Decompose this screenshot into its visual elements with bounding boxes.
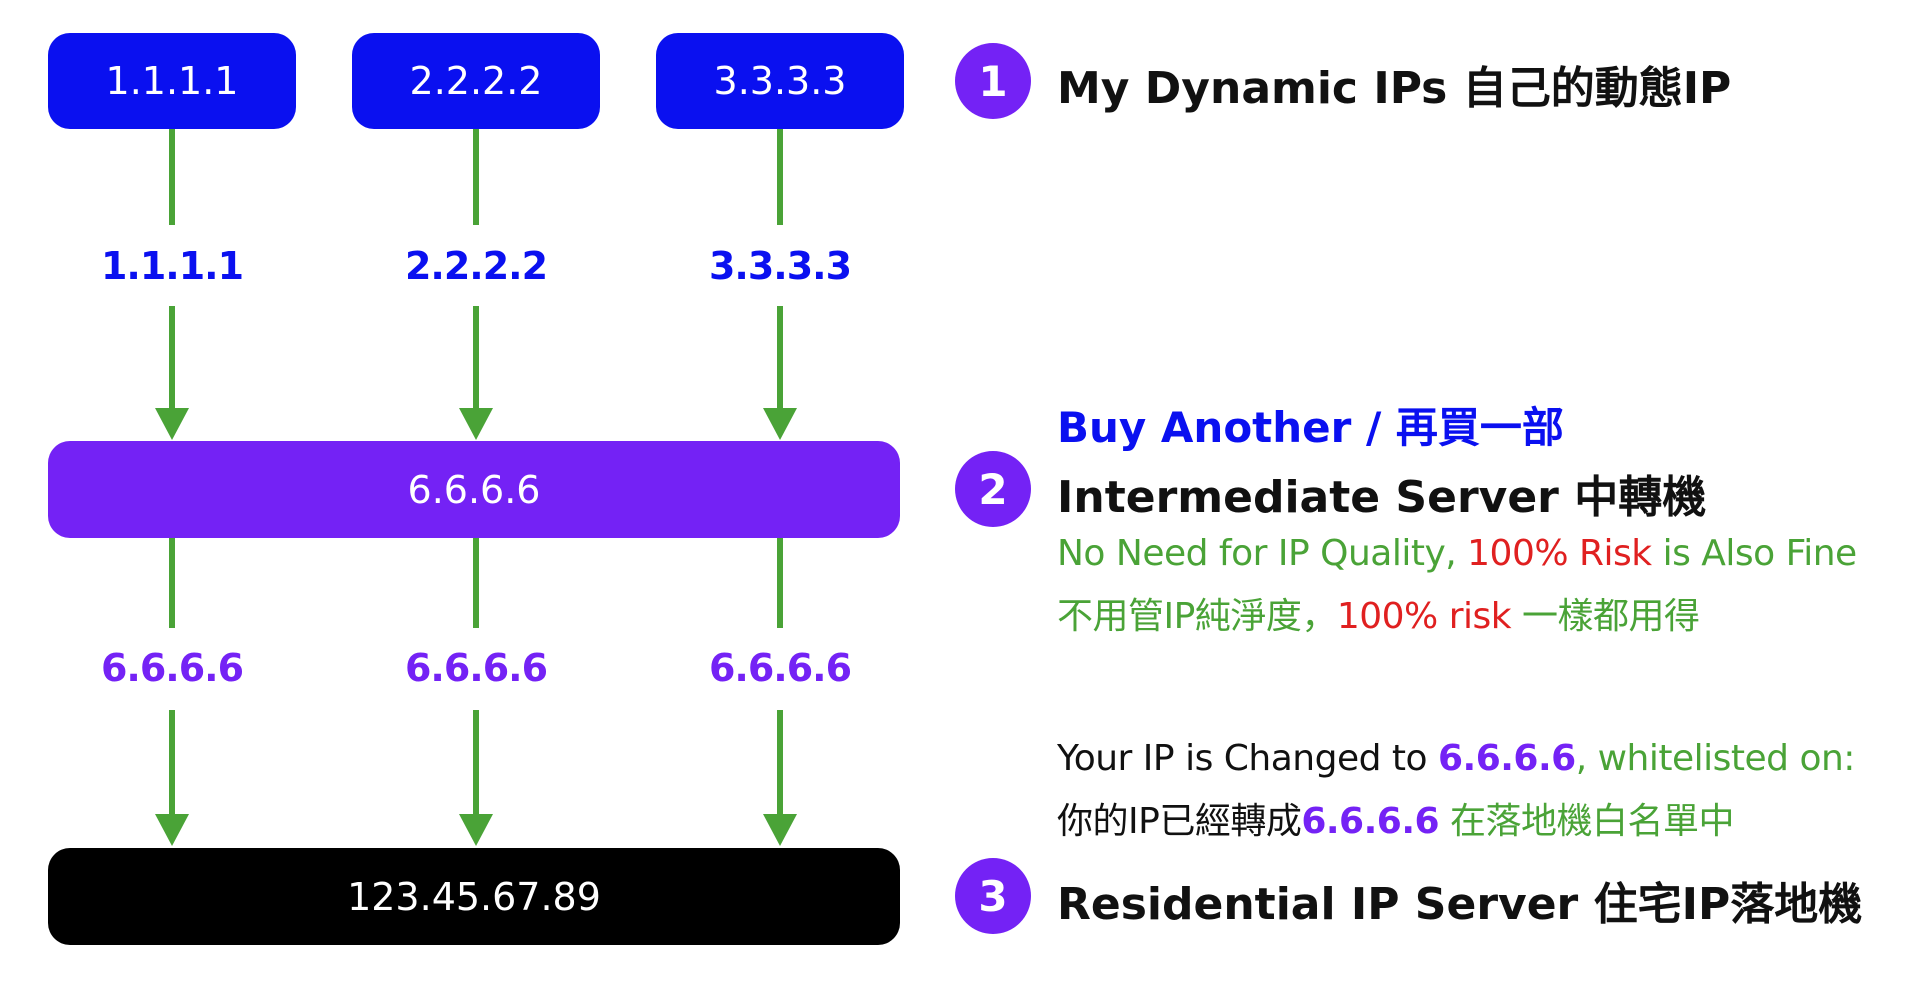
step-2-note-en: No Need for IP Quality, 100% Risk is Als… — [1057, 533, 1857, 574]
flow-label: 2.2.2.2 — [404, 244, 548, 288]
connector-line — [473, 710, 479, 816]
arrow-down-icon — [155, 408, 189, 440]
connector-line — [473, 306, 479, 410]
step-3-title: Residential IP Server 住宅IP落地機 — [1057, 879, 1863, 930]
note-text: is Also Fine — [1651, 533, 1858, 574]
connector-line — [169, 306, 175, 410]
step-number: 2 — [978, 464, 1008, 514]
note-ip-text: 6.6.6.6 — [1301, 801, 1440, 842]
note-text: 不用管IP純淨度， — [1057, 596, 1337, 637]
connector-line — [473, 538, 479, 628]
connector-line — [777, 538, 783, 628]
arrow-down-icon — [459, 814, 493, 846]
arrow-down-icon — [459, 408, 493, 440]
note-ip-text: 6.6.6.6 — [1437, 738, 1576, 779]
step-3-note-en: Your IP is Changed to 6.6.6.6, whitelist… — [1057, 738, 1855, 779]
flow-label: 6.6.6.6 — [100, 646, 244, 690]
connector-line — [169, 538, 175, 628]
note-text: Your IP is Changed to — [1057, 738, 1438, 779]
dynamic-ip-label: 2.2.2.2 — [409, 59, 543, 103]
step-1-badge: 1 — [955, 43, 1031, 119]
residential-server-label: 123.45.67.89 — [347, 874, 601, 919]
connector-line — [777, 710, 783, 816]
connector-line — [169, 710, 175, 816]
dynamic-ip-label: 1.1.1.1 — [105, 59, 239, 103]
step-2-badge: 2 — [955, 451, 1031, 527]
dynamic-ip-box-1: 1.1.1.1 — [48, 33, 296, 129]
step-2-note-zh: 不用管IP純淨度，100% risk 一樣都用得 — [1057, 587, 1700, 639]
flow-label: 1.1.1.1 — [100, 244, 244, 288]
intermediate-server-box: 6.6.6.6 — [48, 441, 900, 538]
intermediate-server-label: 6.6.6.6 — [407, 467, 541, 512]
note-text: No Need for IP Quality, — [1057, 533, 1468, 574]
flow-label: 6.6.6.6 — [404, 646, 548, 690]
note-text: 你的IP已經轉成 — [1057, 801, 1302, 842]
arrow-down-icon — [155, 814, 189, 846]
flow-label: 6.6.6.6 — [708, 646, 852, 690]
step-1-title: My Dynamic IPs 自己的動態IP — [1057, 63, 1732, 114]
connector-line — [169, 129, 175, 225]
note-text: , whitelisted on: — [1575, 738, 1856, 779]
connector-line — [777, 306, 783, 410]
arrow-down-icon — [763, 814, 797, 846]
flow-label: 3.3.3.3 — [708, 244, 852, 288]
note-text: 一樣都用得 — [1511, 596, 1700, 637]
step-3-badge: 3 — [955, 858, 1031, 934]
step-number: 3 — [978, 871, 1008, 921]
note-risk-text: 100% risk — [1336, 596, 1512, 637]
connector-line — [473, 129, 479, 225]
arrow-down-icon — [763, 408, 797, 440]
dynamic-ip-box-3: 3.3.3.3 — [656, 33, 904, 129]
step-2-title: Intermediate Server 中轉機 — [1057, 472, 1707, 523]
connector-line — [777, 129, 783, 225]
residential-server-box: 123.45.67.89 — [48, 848, 900, 945]
dynamic-ip-box-2: 2.2.2.2 — [352, 33, 600, 129]
note-text: 在落地機白名單中 — [1439, 801, 1735, 842]
step-3-note-zh: 你的IP已經轉成6.6.6.6 在落地機白名單中 — [1057, 792, 1735, 844]
step-2-subtitle: Buy Another / 再買一部 — [1057, 403, 1564, 452]
dynamic-ip-label: 3.3.3.3 — [713, 59, 847, 103]
note-risk-text: 100% Risk — [1467, 533, 1652, 574]
step-number: 1 — [978, 56, 1008, 106]
